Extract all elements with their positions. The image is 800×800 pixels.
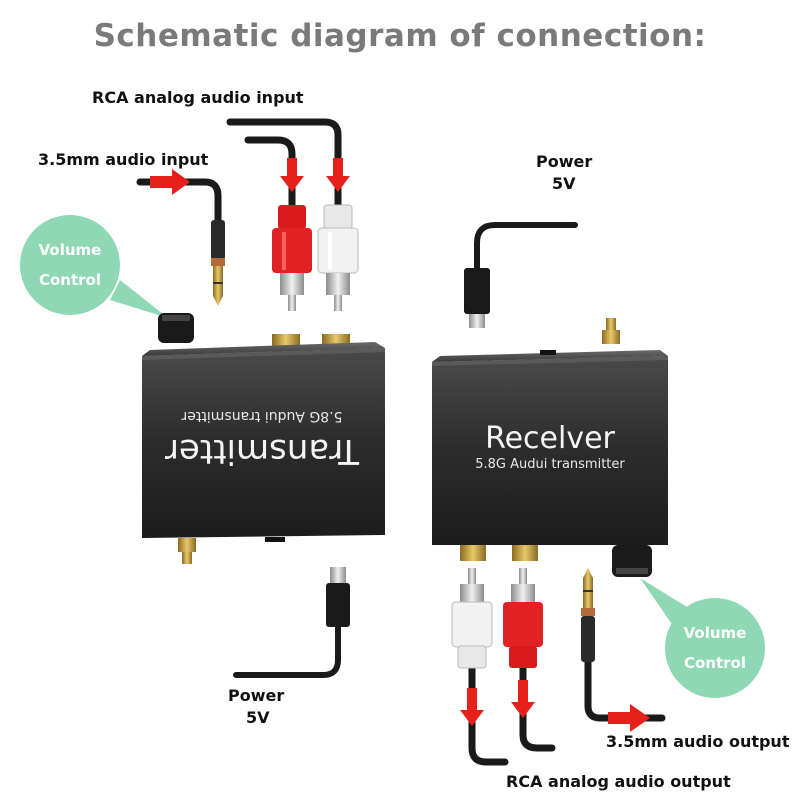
transmitter-subtitle: 5.8G Audui transmitter [181,408,342,424]
power-top-voltage: 5V [552,174,576,193]
rca-output-cables [468,656,666,766]
rca-red-plug-output [503,568,543,668]
receiver-subtitle: 5.8G Audui transmitter [475,457,625,472]
aux-input-arrow [150,169,190,195]
rca-white-plug-input [317,204,359,311]
volume-control-label-left: Volume Control [38,241,102,289]
rca-output-arrows [460,680,650,732]
receiver-device [432,318,668,577]
rca-white-plug-output [451,568,493,669]
volume-control-label-right: Volume Control [683,624,747,672]
aux-input-plug [211,220,225,306]
power-top-label: Power [536,152,593,171]
receiver-name: Recelver [485,421,615,456]
power-bottom-label: Power [228,686,285,705]
receiver-power-cable [464,222,578,328]
volume-control-bubble-right [640,578,765,698]
aux-input-label: 3.5mm audio input [38,150,209,169]
aux-output-label: 3.5mm audio output [606,732,790,751]
transmitter-device [142,313,385,564]
volume-control-bubble-left [20,215,168,318]
aux-output-arrow [608,704,650,732]
transmitter-power-cable [233,567,350,678]
power-bottom-voltage: 5V [246,708,270,727]
rca-red-plug-input [272,205,312,311]
aux-output-plug [581,568,595,662]
transmitter-name: Transmitter [165,431,360,471]
rca-input-cables [136,118,342,244]
rca-output-label: RCA analog audio output [506,772,731,791]
page-title: Schematic diagram of connection: [93,18,707,54]
rca-input-arrows [150,158,350,195]
rca-input-label: RCA analog audio input [92,88,304,107]
